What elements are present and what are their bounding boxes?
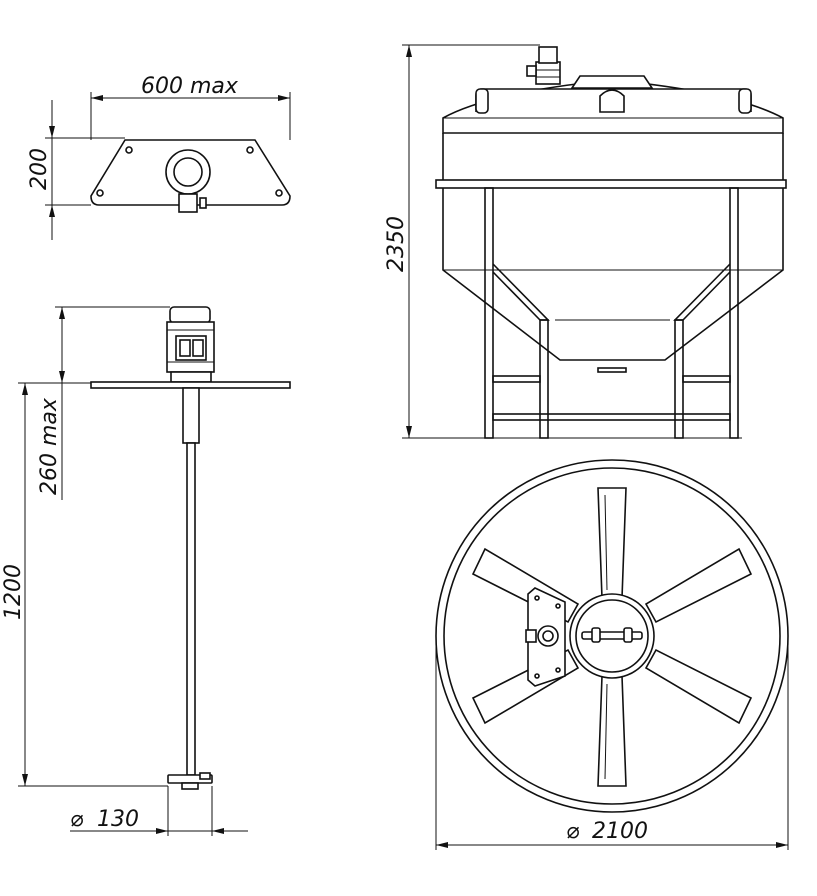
diameter-symbol-tank: ⌀ xyxy=(566,819,580,844)
dimension-shaft-length xyxy=(18,382,168,787)
mixer-side-view xyxy=(90,306,291,790)
baffle-lower-right xyxy=(644,648,753,725)
dimension-top-height xyxy=(45,100,125,240)
mounting-plate-top-view xyxy=(90,139,291,213)
baffle-bottom xyxy=(597,675,627,787)
label-impeller-diameter: 130 xyxy=(97,807,139,832)
baffle-top xyxy=(597,487,627,599)
label-top-width: 600 max xyxy=(141,74,239,99)
label-tank-height: 2350 xyxy=(384,216,409,272)
diameter-symbol-impeller: ⌀ xyxy=(70,807,84,832)
tank-side-view xyxy=(435,46,787,439)
dimension-tank-height xyxy=(402,44,540,439)
dimension-top-width xyxy=(90,92,291,140)
label-shaft-length: 1200 xyxy=(1,564,26,620)
dimension-impeller-diameter xyxy=(70,786,248,836)
label-motor-height: 260 max xyxy=(37,397,62,495)
baffle-upper-right xyxy=(644,547,753,624)
label-tank-diameter: 2100 xyxy=(592,819,648,844)
dimension-tank-diameter xyxy=(435,640,789,850)
tank-top-view xyxy=(435,459,789,813)
label-top-height: 200 xyxy=(27,148,52,190)
dimension-motor-height xyxy=(55,306,170,500)
